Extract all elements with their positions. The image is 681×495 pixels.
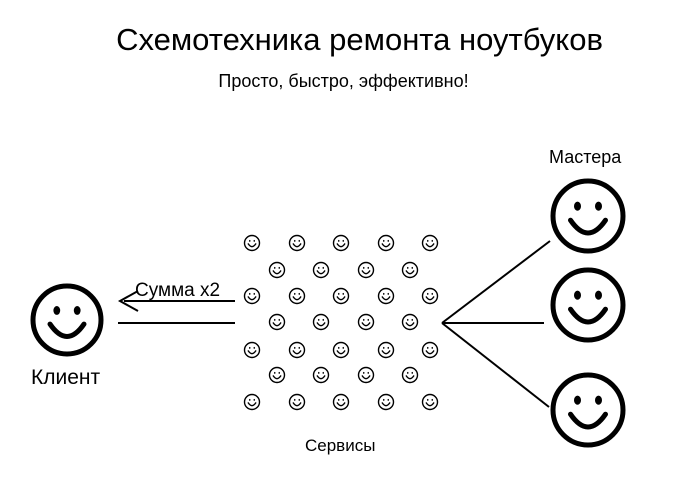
service-smiley-icon: [288, 341, 306, 359]
service-smiley-icon: [332, 287, 350, 305]
service-smiley-icon: [268, 313, 286, 331]
sum-label: Сумма x2: [135, 280, 221, 301]
service-smiley-icon: [268, 366, 286, 384]
service-smiley-icon: [377, 393, 395, 411]
payment-arrowhead: [117, 290, 139, 312]
service-smiley-icon: [357, 261, 375, 279]
master-link-line: [441, 322, 550, 408]
service-smiley-icon: [288, 393, 306, 411]
diagram-title: Схемотехника ремонта ноутбуков: [116, 22, 603, 57]
service-smiley-icon: [401, 313, 419, 331]
service-smiley-icon: [357, 313, 375, 331]
service-smiley-icon: [401, 366, 419, 384]
masters-label: Мастера: [549, 147, 622, 167]
service-smiley-icon: [243, 393, 261, 411]
service-smiley-icon: [243, 234, 261, 252]
service-smiley-icon: [377, 234, 395, 252]
master-smiley-icon: [550, 178, 626, 254]
service-smiley-icon: [288, 234, 306, 252]
service-smiley-icon: [243, 341, 261, 359]
service-smiley-icon: [312, 261, 330, 279]
service-smiley-icon: [377, 287, 395, 305]
master-smiley-icon: [550, 372, 626, 448]
service-smiley-icon: [421, 393, 439, 411]
master-smiley-icon: [550, 267, 626, 343]
service-smiley-icon: [312, 313, 330, 331]
master-link-line: [441, 240, 551, 324]
service-smiley-icon: [332, 234, 350, 252]
service-smiley-icon: [312, 366, 330, 384]
service-smiley-icon: [243, 287, 261, 305]
client-label: Клиент: [31, 366, 101, 389]
service-smiley-icon: [288, 287, 306, 305]
service-smiley-icon: [421, 234, 439, 252]
service-smiley-icon: [421, 287, 439, 305]
diagram-subtitle: Просто, быстро, эффективно!: [218, 71, 469, 91]
service-smiley-icon: [401, 261, 419, 279]
client-smiley-icon: [30, 283, 104, 357]
service-smiley-icon: [268, 261, 286, 279]
service-smiley-icon: [357, 366, 375, 384]
service-smiley-icon: [421, 341, 439, 359]
service-smiley-icon: [377, 341, 395, 359]
service-smiley-icon: [332, 393, 350, 411]
services-label: Сервисы: [305, 436, 376, 455]
service-smiley-icon: [332, 341, 350, 359]
